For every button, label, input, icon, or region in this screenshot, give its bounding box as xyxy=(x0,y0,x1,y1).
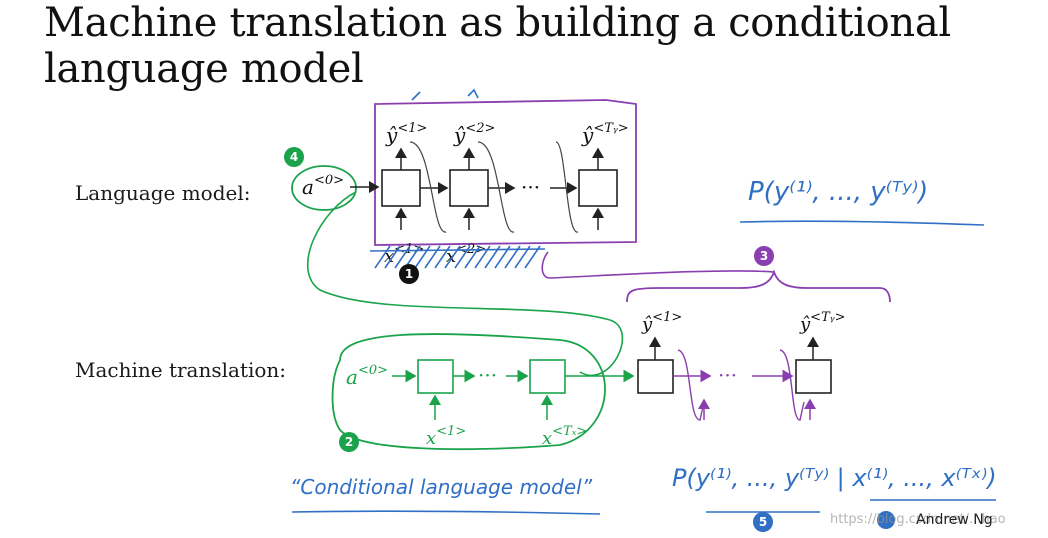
svg-text:5: 5 xyxy=(759,515,767,529)
decoder-feedback-1 xyxy=(677,349,705,421)
decoder-purple-brace xyxy=(626,269,891,303)
svg-text:2: 2 xyxy=(345,435,353,449)
author-credit: Andrew Ng xyxy=(916,512,993,528)
svg-text:4: 4 xyxy=(290,150,298,164)
decoder-cell-ty xyxy=(795,359,832,394)
lm-y1: ŷ<1> xyxy=(385,121,427,147)
encoder-cell-tx xyxy=(529,359,566,394)
mt-x1: x<1> xyxy=(426,424,466,449)
language-model-label: Language model: xyxy=(75,181,250,205)
a0-green-circle xyxy=(291,165,357,211)
lm-prob-underline xyxy=(739,220,985,226)
machine-translation-label: Machine translation: xyxy=(75,358,286,382)
lm-feedback-2 xyxy=(477,141,515,233)
lm-probability: P(y⁽¹⁾, ..., y⁽ᵀʸ⁾) xyxy=(748,177,928,207)
conditional-lm-note: “Conditional language model” xyxy=(290,475,593,499)
lm-feedback-1 xyxy=(409,141,447,233)
encoder-green-loop xyxy=(331,333,606,451)
encoder-link-curve xyxy=(307,191,624,376)
lm-top-ticks xyxy=(411,88,479,101)
lm-cell-ty xyxy=(578,169,618,207)
lm-input-strikethrough xyxy=(369,245,546,269)
lm-x1: x<1> xyxy=(384,242,424,267)
svg-text:1: 1 xyxy=(405,267,413,281)
watermark: https://blog.csdn.net/...hao xyxy=(830,512,1006,527)
mt-y1: ŷ<1> xyxy=(641,310,682,335)
lm-yty: ŷ<Tᵧ> xyxy=(581,121,629,147)
slide-title: Machine translation as building a condit… xyxy=(44,0,951,92)
lm-feedback-3 xyxy=(555,141,579,233)
encoder-dots: ··· xyxy=(478,363,497,387)
decoder-feedback-2 xyxy=(779,349,805,421)
brace-link xyxy=(541,251,775,279)
mt-a0: a<0> xyxy=(346,363,388,389)
lm-a0: a<0> xyxy=(302,173,344,199)
mt-xtx: x<Tₓ> xyxy=(542,424,587,449)
footer-blue-dot xyxy=(877,511,895,529)
lm-purple-box xyxy=(374,99,637,246)
lm-cell-1 xyxy=(381,169,421,207)
badge-1: 1 xyxy=(399,264,419,284)
badge-4: 4 xyxy=(284,147,304,167)
badge-3: 3 xyxy=(754,246,774,266)
cond-lm-underline xyxy=(291,510,601,515)
badge-5: 5 xyxy=(753,512,773,532)
decoder-cell-1 xyxy=(637,359,674,394)
decoder-dots: ··· xyxy=(718,363,737,387)
conditional-probability: P(y⁽¹⁾, ..., y⁽ᵀʸ⁾ | x⁽¹⁾, ..., x⁽ᵀˣ⁾) xyxy=(672,464,997,492)
lm-y2: ŷ<2> xyxy=(453,121,495,147)
badge-2: 2 xyxy=(339,432,359,452)
encoder-cell-1 xyxy=(417,359,454,394)
mt-yty: ŷ<Tᵧ> xyxy=(799,310,846,335)
lm-dots: ··· xyxy=(521,175,540,199)
svg-text:3: 3 xyxy=(760,249,768,263)
lm-x2: x<2> xyxy=(446,242,486,267)
lm-cell-2 xyxy=(449,169,489,207)
